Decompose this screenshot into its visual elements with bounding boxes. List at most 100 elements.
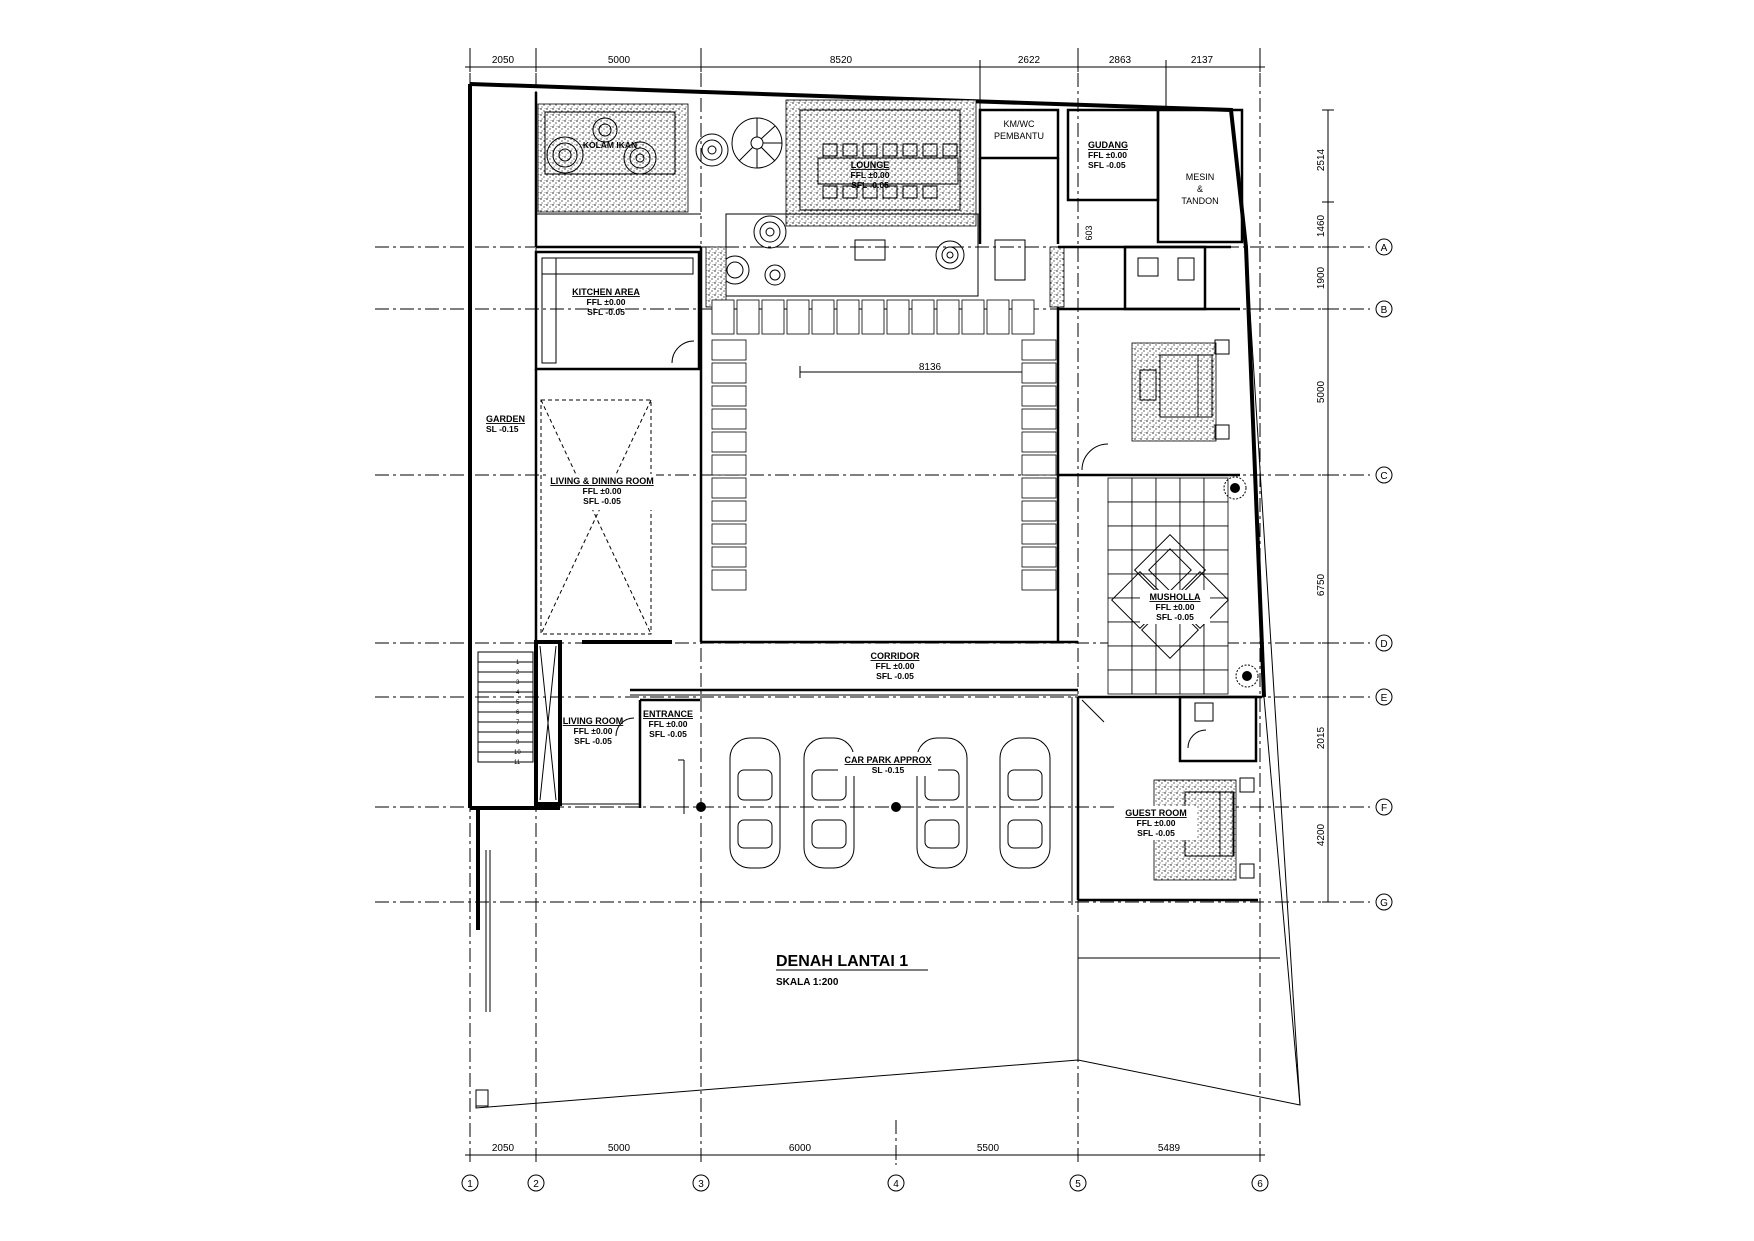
site-boundary (468, 82, 1301, 1109)
garden-sl: SL -0.15 (486, 424, 519, 434)
dim-top-6: 2137 (1191, 55, 1214, 66)
grid-bubble-B: B (1375, 300, 1393, 318)
living-room-sfl: SFL -0.05 (574, 736, 612, 746)
car-icon (729, 737, 781, 869)
spiral-stair (731, 117, 783, 169)
svg-text:4: 4 (893, 1179, 899, 1190)
grid-bubble-3: 3 (692, 1174, 710, 1192)
corridor: CORRIDOR FFL ±0.00 SFL -0.05 (582, 640, 1078, 696)
shrub-icon (1223, 476, 1259, 688)
guest-room-door (1081, 699, 1105, 723)
dim-top-3: 8520 (830, 55, 853, 66)
living-dining-label: LIVING & DINING ROOM (550, 476, 654, 486)
entrance: ENTRANCE FFL ±0.00 SFL -0.05 (640, 698, 700, 814)
corridor-label: CORRIDOR (871, 651, 920, 661)
north-strip: KOLAM IKAN LOUNGE FFL ±0.00 SFL -0.05 (534, 92, 1026, 297)
grid-bubble-G: G (1375, 893, 1393, 911)
kmwc-label-1: KM/WC (1004, 119, 1035, 129)
courtyard-dim: 8136 (919, 362, 942, 373)
gudang-ffl: FFL ±0.00 (1088, 150, 1127, 160)
svg-text:11: 11 (514, 760, 521, 766)
dim-right-7: 4200 (1316, 823, 1327, 846)
svg-text:5: 5 (1075, 1179, 1081, 1190)
lounge-chairs (822, 143, 958, 199)
svg-text:7: 7 (516, 720, 520, 726)
living-room: LIVING ROOM FFL ±0.00 SFL -0.05 (470, 640, 642, 810)
kitchen-label: KITCHEN AREA (572, 287, 640, 297)
car-park: CAR PARK APPROX SL -0.15 (696, 697, 1079, 910)
courtyard-tiles-right (1021, 339, 1057, 591)
dim-top-2: 5000 (608, 55, 631, 66)
dim-right-1: 2514 (1316, 148, 1327, 171)
dim-right-5: 6750 (1316, 573, 1327, 596)
lounge-ffl: FFL ±0.00 (851, 170, 890, 180)
svg-text:8: 8 (516, 730, 520, 736)
svg-text:3: 3 (698, 1179, 704, 1190)
fish-pond-area (537, 103, 689, 213)
grid-bubble-2: 2 (527, 1174, 545, 1192)
kitchen-ffl: FFL ±0.00 (587, 297, 626, 307)
service-rooms: KM/WC PEMBANTU GUDANG FFL ±0.00 SFL -0.0… (978, 108, 1244, 244)
grid-bubble-4: 4 (887, 1174, 905, 1192)
lounge-table (817, 157, 959, 185)
dimension-top: 2050 5000 8520 2622 2863 2137 (465, 55, 1265, 72)
grid-bubble-E: E (1375, 688, 1393, 706)
drawing-title-block: DENAH LANTAI 1 SKALA 1:200 (776, 953, 928, 988)
living-room-door (615, 717, 635, 737)
gudang-label: GUDANG (1088, 140, 1128, 150)
car-icon (999, 737, 1051, 869)
car-park-label: CAR PARK APPROX (844, 755, 931, 765)
svg-text:C: C (1380, 471, 1387, 482)
bedroom-east (1058, 245, 1240, 477)
lounge-label: LOUNGE (851, 160, 890, 170)
drawing-title: DENAH LANTAI 1 (776, 953, 908, 970)
entrance-label: ENTRANCE (643, 709, 693, 719)
guest-room-ffl: FFL ±0.00 (1137, 818, 1176, 828)
bedroom-door (1081, 443, 1109, 471)
courtyard-tiles-top (711, 299, 1035, 335)
dim-bottom-5: 5489 (1158, 1143, 1181, 1154)
dim-right-4: 5000 (1316, 380, 1327, 403)
living-dining-room: LIVING & DINING ROOM FFL ±0.00 SFL -0.05 (540, 399, 656, 635)
guest-bath-door (1187, 729, 1207, 749)
column-marker (891, 802, 901, 812)
mesin-label-2: & (1197, 184, 1203, 194)
grid-bubble-F: F (1375, 798, 1393, 816)
living-dining-ffl: FFL ±0.00 (583, 486, 622, 496)
column-marker (696, 802, 706, 812)
grid-bubble-A: A (1375, 238, 1393, 256)
svg-text:9: 9 (516, 740, 520, 746)
dimension-right: 2514 1460 1900 5000 6750 2015 4200 (1316, 109, 1334, 903)
grid-bubble-6: 6 (1251, 1174, 1269, 1192)
kitchen-door (671, 340, 695, 364)
svg-text:E: E (1381, 693, 1388, 704)
corridor-ffl: FFL ±0.00 (876, 661, 915, 671)
kolam-ikan-label: KOLAM IKAN (583, 140, 637, 150)
kmwc-label-2: PEMBANTU (994, 131, 1044, 141)
svg-text:5: 5 (516, 700, 520, 706)
svg-text:G: G (1380, 898, 1388, 909)
dim-right-6: 2015 (1316, 726, 1327, 749)
svg-text:6: 6 (1257, 1179, 1263, 1190)
svg-text:4: 4 (516, 690, 520, 696)
grid-bubble-5: 5 (1069, 1174, 1087, 1192)
gudang-sfl: SFL -0.05 (1088, 160, 1126, 170)
svg-text:3: 3 (516, 680, 520, 686)
guest-room: GUEST ROOM FFL ±0.00 SFL -0.05 (1076, 695, 1262, 902)
grid-bubble-1: 1 (461, 1174, 479, 1192)
living-room-label: LIVING ROOM (563, 716, 624, 726)
mesin-label-3: TANDON (1181, 196, 1218, 206)
living-room-ffl: FFL ±0.00 (574, 726, 613, 736)
svg-text:10: 10 (514, 750, 521, 756)
svg-text:A: A (1381, 243, 1388, 254)
grid-bubble-C: C (1375, 466, 1393, 484)
dimension-bottom: 2050 5000 6000 5500 5489 (465, 1143, 1265, 1160)
guest-room-sfl: SFL -0.05 (1137, 828, 1175, 838)
dim-right-3: 1900 (1316, 266, 1327, 289)
car-icon (803, 737, 855, 869)
svg-text:F: F (1381, 803, 1387, 814)
central-courtyard: 8136 (699, 246, 1078, 644)
dim-bottom-2: 5000 (608, 1143, 631, 1154)
dim-top-4: 2622 (1018, 55, 1041, 66)
